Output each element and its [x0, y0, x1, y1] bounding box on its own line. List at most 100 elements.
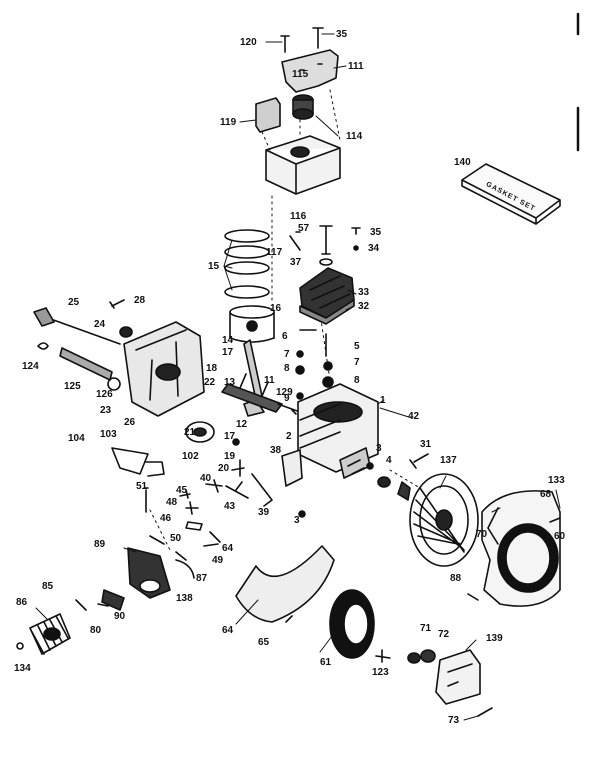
part-label-37: 37: [290, 257, 302, 268]
part-label-45: 45: [176, 485, 188, 496]
crankshaft-part-13: [221, 373, 283, 413]
nut-part-4: [377, 476, 391, 488]
valve-hardware-stack: [295, 329, 334, 400]
part-label-11: 11: [264, 375, 275, 386]
part-label-139: 139: [486, 633, 503, 644]
bracket-part-139: [435, 649, 481, 705]
part-label-114: 114: [346, 131, 363, 142]
clip-part-124: [37, 342, 49, 350]
gear-part-21: [185, 421, 215, 443]
block-part-119: [255, 97, 281, 133]
part-label-20: 20: [218, 463, 230, 474]
nut-part-71: [407, 652, 421, 664]
screw-part-68-lower: [467, 593, 479, 601]
part-label-31: 31: [420, 439, 432, 450]
link-part-102: [145, 461, 165, 477]
part-label-13: 13: [224, 377, 236, 388]
part-label-104: 104: [68, 433, 85, 444]
cylinder-block-part-1: [297, 383, 379, 479]
shroud-part-64: [235, 545, 335, 623]
part-label-80: 80: [90, 625, 102, 636]
part-label-35: 35: [336, 29, 348, 40]
gearcase-part-138: [127, 535, 187, 599]
bolt-part-134: [16, 642, 24, 650]
part-label-90: 90: [114, 611, 126, 622]
part-label-102: 102: [182, 451, 199, 462]
screw-part-35-middle: [351, 227, 361, 235]
screw-part-65: [285, 615, 293, 623]
part-label-15: 15: [208, 261, 220, 272]
part-label-24: 24: [94, 319, 106, 330]
head-boss: [290, 146, 310, 158]
part-label-88: 88: [450, 573, 462, 584]
part-label-64-small: 64: [222, 543, 234, 554]
part-label-2: 2: [286, 431, 292, 442]
valve-part-116-117: [289, 225, 333, 255]
rod-part-51: [143, 487, 149, 513]
part-label-125: 125: [64, 381, 81, 392]
part-label-61: 61: [320, 657, 332, 668]
part-label-140: 140: [454, 157, 471, 168]
part-label-35-middle: 35: [370, 227, 382, 238]
part-label-120: 120: [240, 37, 257, 48]
part-label-115: 115: [292, 69, 309, 80]
part-label-34: 34: [368, 243, 380, 254]
part-label-9: 9: [284, 393, 290, 404]
part-label-124: 124: [22, 361, 39, 372]
bracket-part-111: [281, 49, 339, 93]
part-label-73: 73: [448, 715, 460, 726]
part-label-17: 17: [222, 347, 234, 358]
screw-part-120: [280, 35, 290, 53]
part-label-18: 18: [206, 363, 218, 374]
pin-part-80: [97, 603, 109, 607]
part-label-14: 14: [222, 335, 234, 346]
part-label-64: 64: [222, 625, 234, 636]
nut-part-72: [420, 649, 436, 663]
part-label-133: 133: [548, 475, 565, 486]
part-label-25: 25: [68, 297, 80, 308]
part-label-111: 111: [348, 61, 364, 72]
washer-part-126: [107, 377, 121, 391]
part-label-26: 26: [124, 417, 136, 428]
part-label-116: 116: [290, 211, 307, 222]
cap-part-25: [33, 307, 55, 327]
part-label-126: 126: [96, 389, 113, 400]
part-label-51: 51: [136, 481, 148, 492]
pin-part-28: [109, 299, 125, 309]
part-label-12: 12: [236, 419, 248, 430]
part-label-103: 103: [100, 429, 117, 440]
part-label-119: 119: [220, 117, 237, 128]
shaft-part-25: [47, 317, 121, 345]
part-label-8-right: 8: [354, 375, 360, 386]
part-label-123: 123: [372, 667, 389, 678]
part-label-49: 49: [212, 555, 224, 566]
screw-part-31: [409, 453, 429, 469]
part-label-68: 68: [540, 489, 552, 500]
label-leader-lines: [35, 33, 561, 721]
governor-shaft-part-125: [59, 347, 113, 381]
part-label-23: 23: [100, 405, 112, 416]
bolt-part-17-lower: [232, 438, 240, 446]
part-label-50: 50: [170, 533, 182, 544]
part-label-129: 129: [276, 387, 293, 398]
washer-part-85: [75, 599, 87, 611]
part-label-38: 38: [270, 445, 282, 456]
part-label-134: 134: [14, 663, 31, 674]
part-123: [375, 649, 391, 663]
part-label-42: 42: [408, 411, 420, 422]
part-label-6: 6: [282, 331, 288, 342]
part-label-21: 21: [184, 427, 196, 438]
part-label-137: 137: [440, 455, 457, 466]
bearing-cover-boss: [155, 363, 181, 381]
part-label-28: 28: [134, 295, 146, 306]
part-label-60: 60: [554, 531, 566, 542]
part-label-32: 32: [358, 301, 370, 312]
seal-part-24: [119, 326, 133, 338]
part-label-65: 65: [258, 637, 270, 648]
linkage-parts: [179, 449, 303, 515]
part-90: [101, 589, 125, 611]
piston-part-16: [229, 305, 275, 343]
part-label-89: 89: [94, 539, 106, 550]
part-label-46: 46: [160, 513, 172, 524]
